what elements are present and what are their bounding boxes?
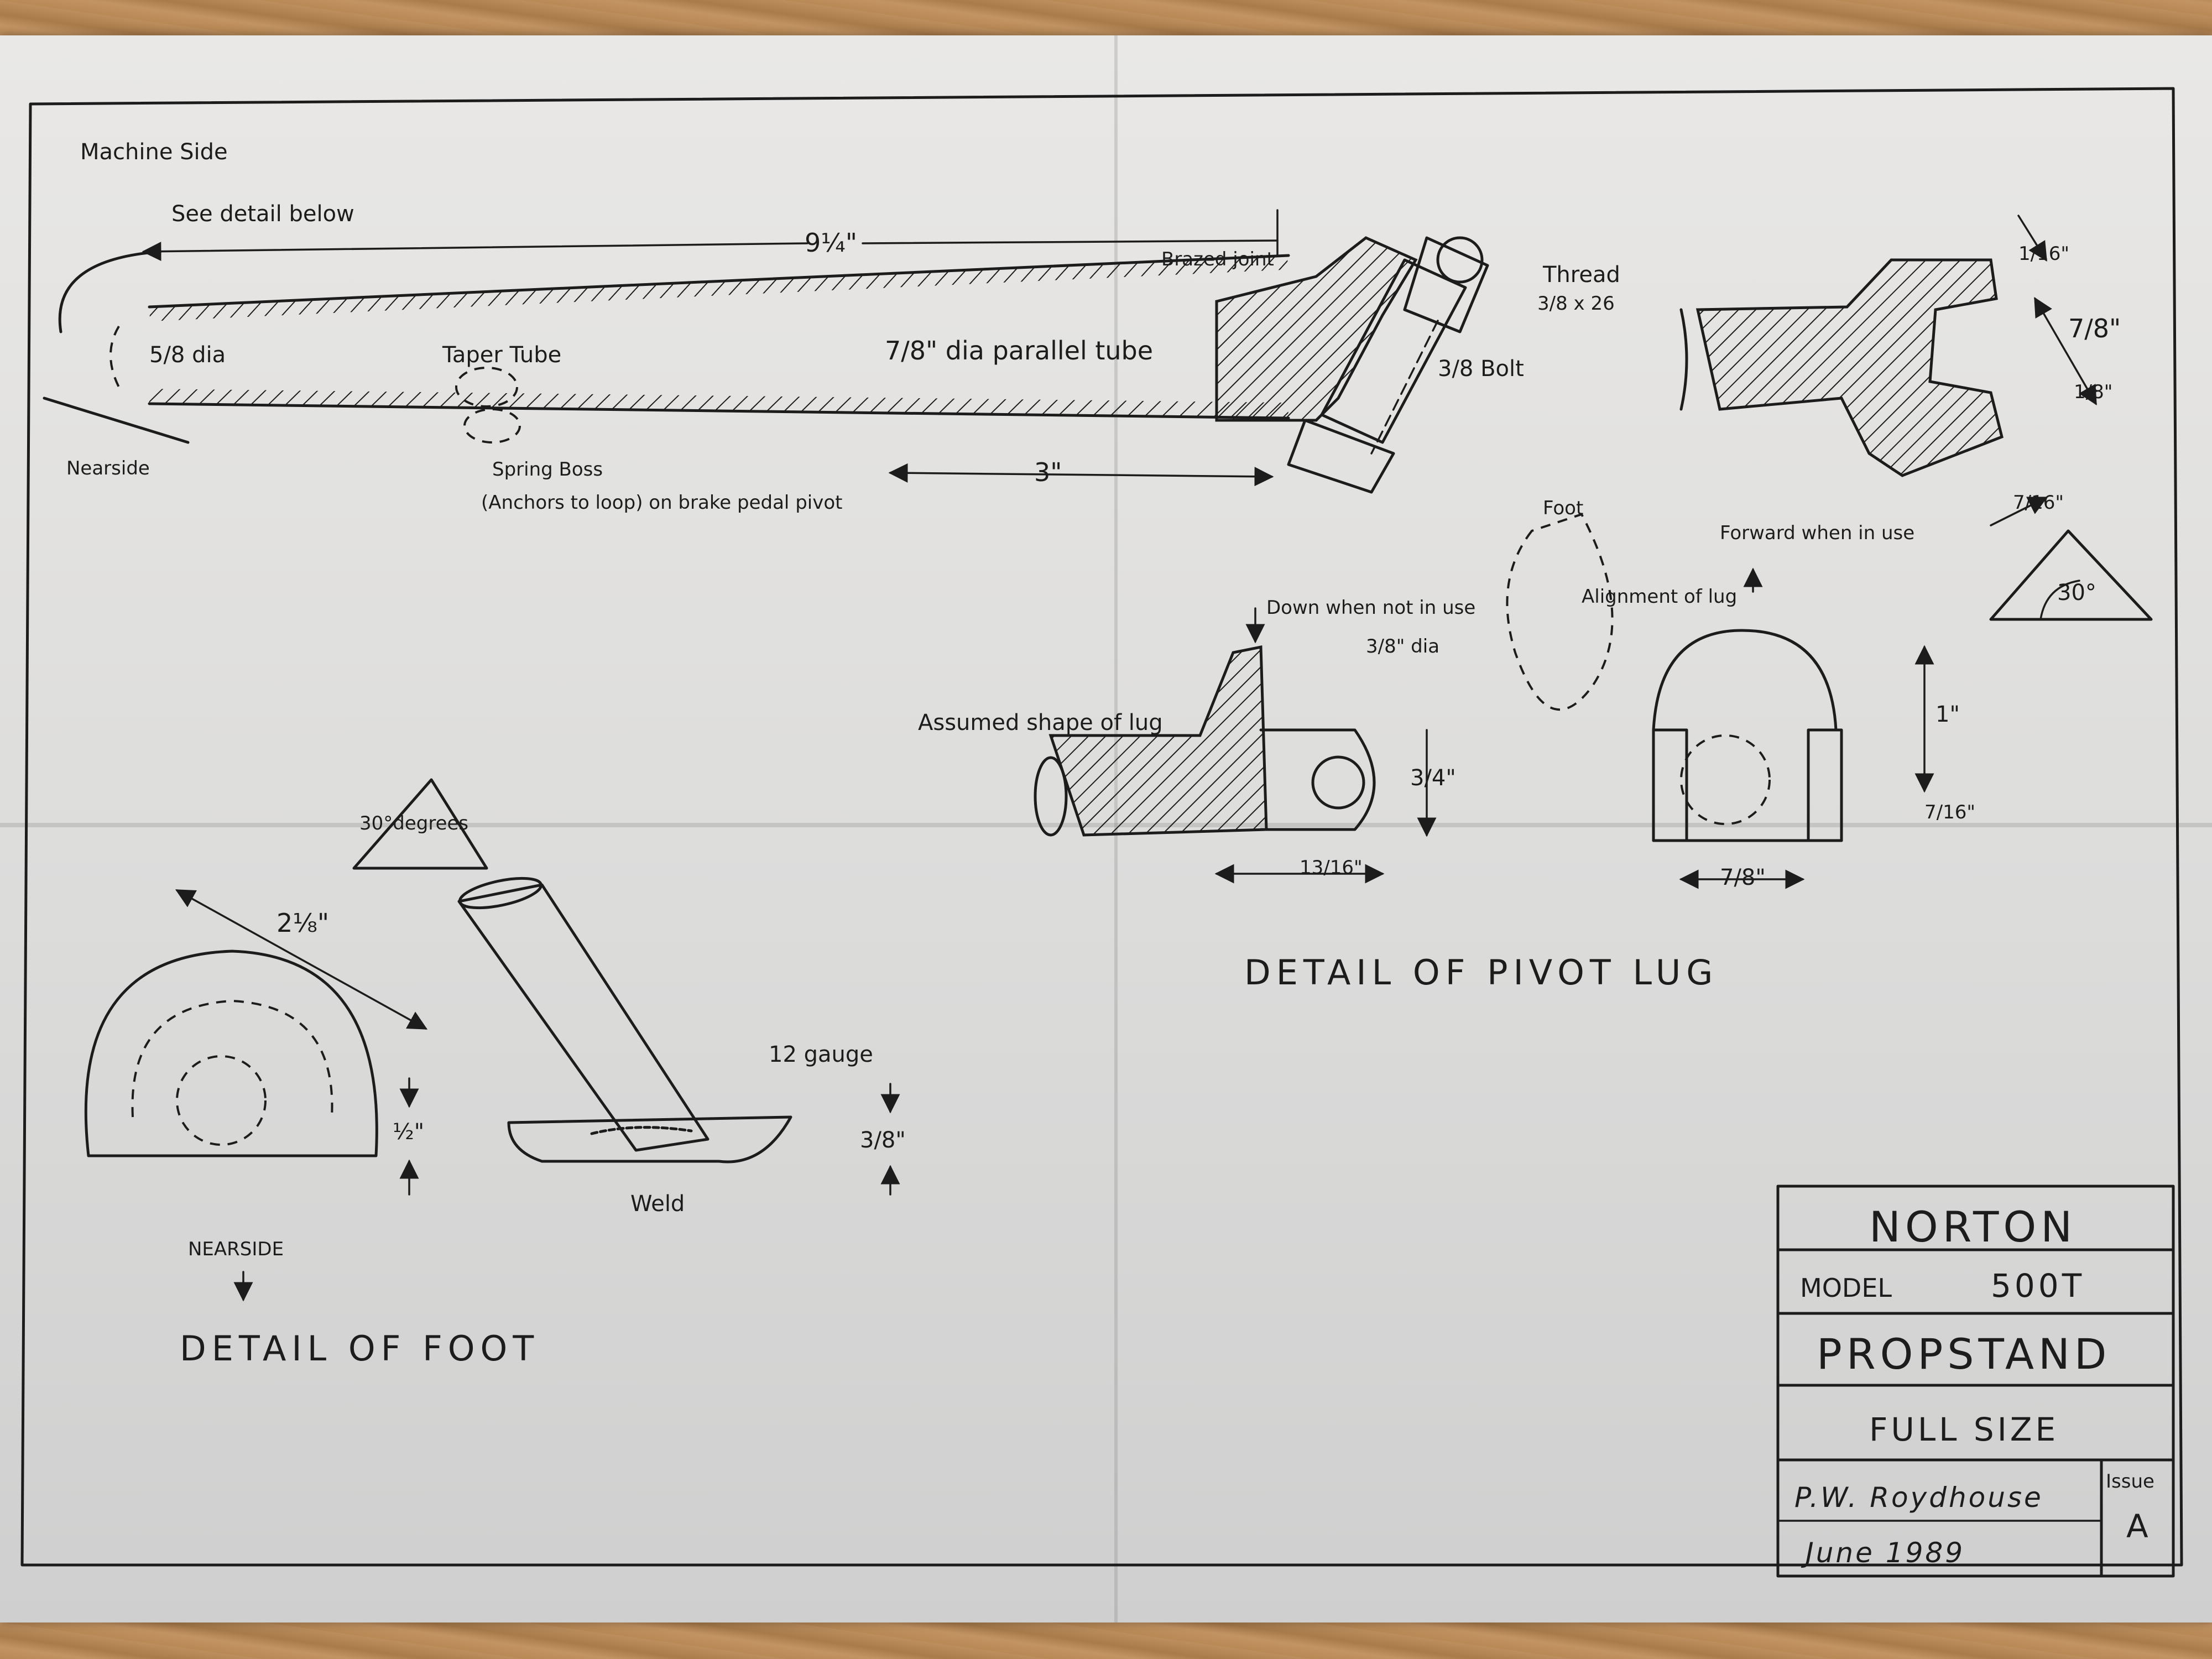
spring-boss-outline: [455, 367, 518, 408]
label-taper-tube: Taper Tube: [442, 342, 561, 368]
label-parallel-tube: 7/8" dia parallel tube: [885, 336, 1153, 366]
dim-2-1-8: 2⅛": [276, 908, 329, 938]
foot-outline-dashed: [1506, 513, 1614, 711]
label-brazed-joint: Brazed joint: [1161, 248, 1274, 270]
label-foot: Foot: [1543, 497, 1583, 519]
bolt-body: [1320, 258, 1467, 444]
tb-issue-label: Issue: [2106, 1470, 2154, 1493]
label-12-gauge: 12 gauge: [769, 1042, 873, 1067]
tb-model-value: 500T: [1991, 1267, 2085, 1305]
lug-tube-end: [1034, 756, 1068, 837]
angle-30-a: 30°: [2057, 580, 2096, 606]
tb-issue-value: A: [2126, 1507, 2152, 1545]
nearside-ground-line: [43, 397, 190, 444]
lower-tube-wall: [149, 389, 1288, 418]
propstand-tube-view: [43, 209, 1489, 494]
lug-section: [1048, 645, 1268, 837]
label-bolt: 3/8 Bolt: [1438, 356, 1524, 382]
dim-3-4: 3/4": [1410, 765, 1456, 791]
upper-tube-wall: [149, 255, 1288, 321]
dim-7-16-a: 7/16": [2013, 492, 2064, 514]
foot-plan-outline: [84, 950, 378, 1157]
pivot-lug-side-view: [1034, 607, 1437, 884]
dim-3-8: 3/8": [860, 1128, 906, 1153]
tb-part: PROPSTAND: [1817, 1329, 2111, 1379]
label-thread: Thread: [1542, 262, 1620, 288]
bolt-end-dome: [1436, 236, 1484, 284]
label-thread-size: 3/8 x 26: [1537, 293, 1615, 315]
fork-tube-break: [1679, 308, 1688, 411]
tb-date: June 1989: [1801, 1537, 1965, 1569]
label-assumed-shape: Assumed shape of lug: [918, 710, 1163, 735]
dim-1-16: 1/16": [2018, 243, 2069, 265]
bolt-nut: [1403, 236, 1489, 333]
label-alignment: Alignment of lug: [1582, 586, 1737, 608]
dim-7-8-lug: 7/8": [2068, 314, 2121, 343]
label-detail-pivot-lug: DETAIL OF PIVOT LUG: [1244, 952, 1718, 993]
angle-30-triangle-left: [352, 778, 488, 870]
title-block: [1776, 1185, 2175, 1578]
label-see-detail: See detail below: [171, 201, 354, 227]
label-nearside-top: Nearside: [66, 457, 150, 479]
dim-3-8-dia: 3/8" dia: [1366, 635, 1439, 658]
dim-3: 3": [1034, 457, 1062, 487]
foot-detail: [84, 778, 900, 1302]
lug-end-arch: [1652, 629, 1838, 732]
foot-pad-side: [507, 1115, 792, 1164]
tb-scale: FULL SIZE: [1869, 1411, 2059, 1448]
angle-30-degrees: 30°degrees: [359, 812, 468, 834]
label-down-note: Down when not in use: [1266, 597, 1475, 619]
drawing-border: [20, 87, 2183, 1567]
fork-section: [1695, 258, 2004, 477]
dim-1-8: 1/8": [2074, 381, 2112, 403]
dim-9-1-4: 9¼": [805, 228, 857, 258]
dim-5-8-dia: 5/8 dia: [149, 342, 226, 368]
fork-end-detail: [1679, 215, 2153, 621]
tb-drawn-by: P.W. Roydhouse: [1794, 1481, 2043, 1514]
dim-1-2: ½": [393, 1119, 424, 1145]
label-nearside-arrow: NEARSIDE: [188, 1238, 284, 1260]
label-forward-note: Forward when in use: [1720, 522, 1914, 544]
label-machine-side: Machine Side: [80, 139, 228, 165]
pivot-lug-end-view: [1506, 513, 1934, 889]
pivot-head-section: [1215, 236, 1418, 422]
label-detail-of-foot: DETAIL OF FOOT: [180, 1328, 539, 1369]
dim-7-8-b: 7/8": [1720, 865, 1766, 890]
tb-model-label: MODEL: [1800, 1273, 1892, 1303]
lug-pivot-hole: [1311, 755, 1365, 810]
tb-make: NORTON: [1869, 1202, 2077, 1251]
foot-arc-outline: [58, 250, 162, 333]
label-spring-boss: Spring Boss: [492, 458, 603, 481]
angle-30-triangle-right: [1989, 529, 2153, 621]
dim-13-16: 13/16": [1300, 857, 1363, 879]
bolt-head: [1287, 419, 1395, 494]
label-anchors-note: (Anchors to loop) on brake pedal pivot: [481, 492, 842, 514]
stand-tube: [457, 883, 709, 1152]
label-weld: Weld: [630, 1191, 685, 1217]
title-block-frame: [1776, 1185, 2175, 1578]
dim-1: 1": [1936, 702, 1960, 727]
lug-eye: [1259, 728, 1376, 831]
dim-7-16-b: 7/16": [1924, 801, 1975, 823]
